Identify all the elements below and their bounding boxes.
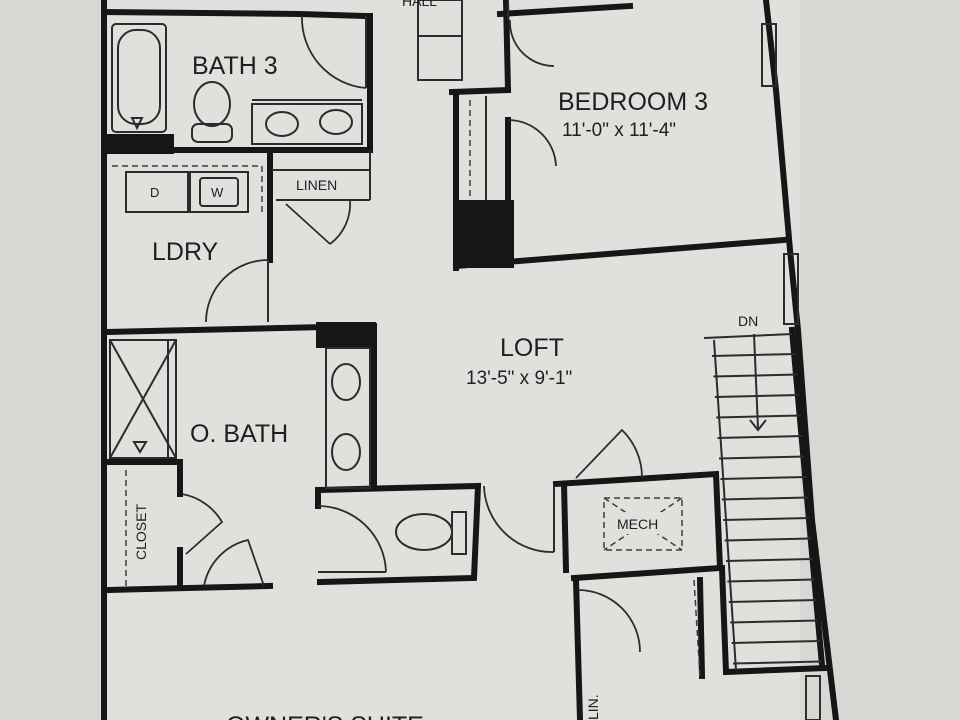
stair-tread	[718, 455, 805, 460]
dryer-label: D	[150, 185, 159, 200]
stair-tread	[724, 537, 812, 542]
obath-fixtures	[109, 339, 467, 587]
wall-block	[456, 200, 514, 268]
stair-tread	[716, 414, 802, 419]
bedroom3-closet-door	[507, 119, 557, 167]
bath3-door	[301, 15, 367, 89]
laundry-label: LDRY	[152, 238, 219, 266]
mech-door	[575, 428, 643, 479]
laundry-door	[205, 259, 269, 323]
mech-label-bg	[610, 512, 674, 534]
bath3-fixtures	[111, 15, 367, 145]
loft-dimensions: 13'-5" x 9'-1"	[466, 368, 572, 389]
bath3-label: BATH 3	[192, 52, 278, 80]
closet-label: CLOSET	[133, 504, 149, 560]
vanity	[251, 103, 363, 145]
linen-door	[285, 199, 352, 245]
bedroom3-fixtures	[469, 0, 799, 325]
owners-suite-label: OWNER'S SUITE	[226, 712, 424, 720]
window	[783, 253, 799, 325]
double-vanity	[325, 347, 371, 489]
stairs-direction-label: DN	[738, 313, 758, 329]
hall-label: HALL	[402, 0, 437, 9]
stairs-arrow	[749, 333, 767, 432]
stair-tread	[731, 640, 820, 644]
shower	[109, 339, 177, 459]
stair-tread	[725, 558, 814, 562]
washer	[189, 171, 249, 213]
plan-area	[100, 0, 800, 720]
stair-tread	[717, 435, 803, 439]
wall-block	[316, 322, 376, 348]
mech-fixtures	[575, 428, 683, 551]
suite-door	[577, 589, 641, 653]
bedroom3-door	[507, 0, 555, 67]
window	[805, 675, 821, 720]
dryer	[125, 171, 189, 213]
toilet	[193, 81, 231, 127]
stair-tread	[727, 578, 815, 583]
window	[761, 23, 777, 87]
loft-label: LOFT	[500, 334, 564, 362]
stair-tread	[732, 660, 822, 665]
wall-block	[106, 134, 174, 154]
mech-unit	[603, 497, 683, 551]
toilet-room-door	[317, 505, 387, 573]
hall-fixture	[417, 0, 463, 81]
closet-door	[181, 493, 224, 555]
owner-bath-label: O. BATH	[190, 420, 288, 448]
linen-label: LINEN	[296, 177, 337, 193]
stair-tread	[728, 599, 817, 603]
bedroom3-dimensions: 11'-0" x 11'-4"	[562, 120, 676, 141]
washer-label: W	[211, 185, 224, 200]
bedroom3-label: BEDROOM 3	[558, 88, 708, 116]
laundry-fixtures	[112, 165, 269, 323]
bathtub	[111, 23, 167, 133]
stair-tread	[723, 517, 810, 521]
mech-label: MECH	[617, 516, 658, 532]
loft-door	[483, 485, 555, 553]
stair-tread	[730, 619, 819, 624]
obath-door	[203, 538, 265, 587]
stair-tread	[720, 476, 807, 480]
linen-partial-label: LIN.	[585, 694, 601, 720]
stair-tread	[721, 496, 808, 501]
